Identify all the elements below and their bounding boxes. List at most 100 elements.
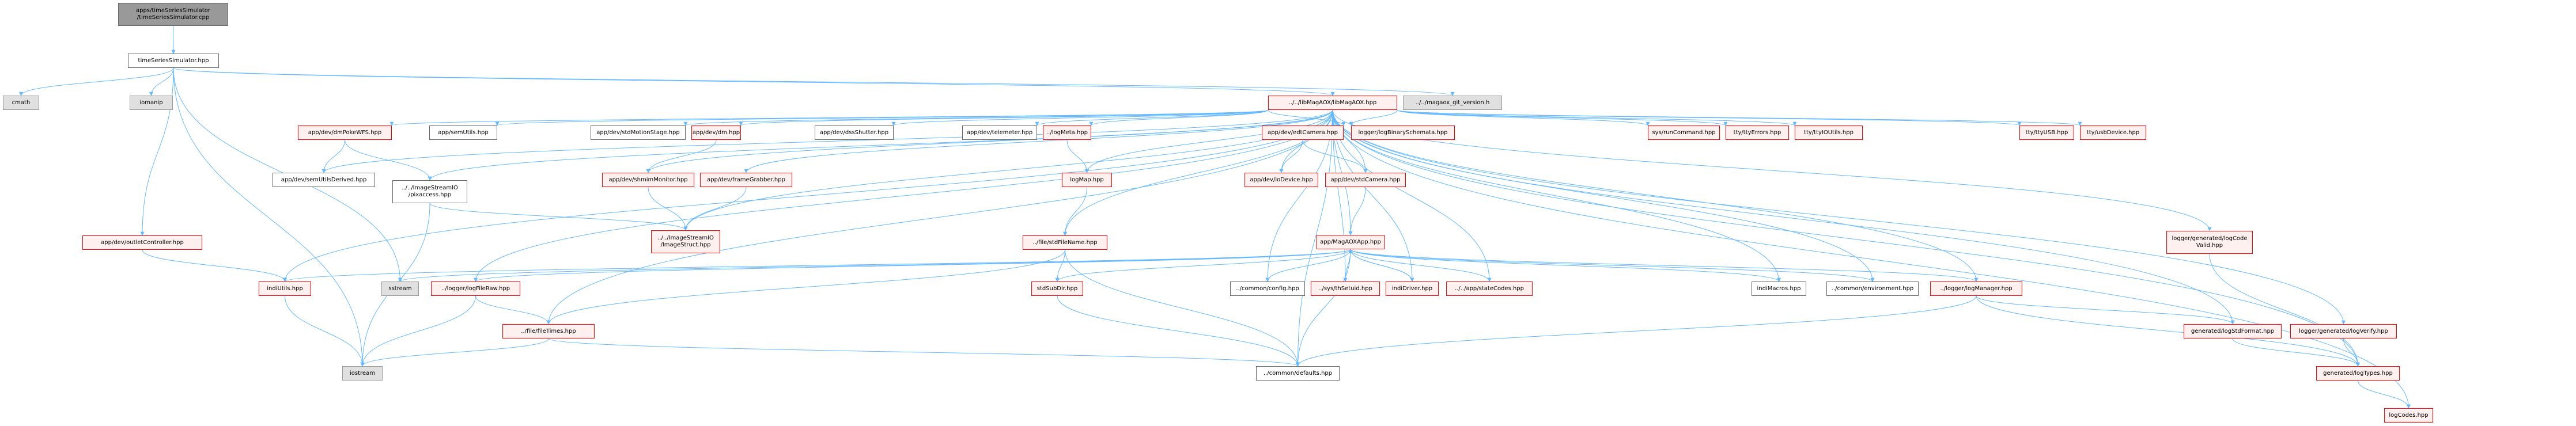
node-logmap[interactable]: logMap.hpp (1062, 173, 1112, 187)
edge-edtcam-to-iodevice (1279, 139, 1303, 173)
edge-stdfilename-to-defaults (1065, 249, 1300, 367)
edge-libmagaox-to-stdcam (1332, 109, 1368, 173)
edge-libmagaox-to-shmim (646, 109, 1333, 173)
node-logfileraw[interactable]: ../logger/logFileRaw.hpp (431, 282, 520, 296)
edge-hpp-to-outlet (140, 67, 174, 236)
edge-filetimes-to-iostream (360, 338, 549, 367)
node-filetimes[interactable]: ../file/fileTimes.hpp (502, 324, 595, 338)
node-indidriver[interactable]: indiDriver.hpp (1386, 282, 1439, 296)
node-logcodes[interactable]: logCodes.hpp (2384, 408, 2433, 423)
edge-magaoxapp-to-logfileraw (474, 249, 1351, 282)
edge-libmagaox-to-framegrab (744, 109, 1333, 173)
node-ttyerr[interactable]: tty/ttyErrors.hpp (1726, 125, 1789, 140)
edge-hpp-to-cmath (19, 67, 174, 96)
edge-libmagaox-to-ttyerr (1397, 109, 1728, 126)
node-iomanip[interactable]: iomanip (130, 96, 173, 110)
node-logmeta[interactable]: ../logMeta.hpp (1043, 125, 1091, 140)
edge-libmagaox-to-telemeter (1035, 109, 1269, 126)
edge-magaoxapp-to-stdsubdir (1055, 249, 1351, 282)
node-hpp[interactable]: timeSeriesSimulator.hpp (128, 54, 219, 68)
edge-libmagaox-to-indidriver (1332, 109, 1414, 282)
edge-libmagaox-to-logstdformat (1332, 109, 2235, 325)
edge-libmagaox-to-indiutils (283, 109, 1333, 282)
node-stdfilename[interactable]: ../file/stdFileName.hpp (1023, 235, 1107, 250)
edge-libmagaox-to-usbdev (1397, 109, 2082, 126)
node-telemeter[interactable]: app/dev/telemeter.hpp (962, 125, 1037, 140)
edge-group (19, 25, 2411, 409)
node-runcmd[interactable]: sys/runCommand.hpp (1648, 125, 1720, 140)
edge-logfileraw-to-iostream (360, 295, 476, 367)
node-usbdev[interactable]: tty/usbDevice.hpp (2080, 125, 2146, 140)
node-config[interactable]: ../common/config.hpp (1230, 282, 1305, 296)
edge-shmim-to-imagestruct (648, 187, 688, 231)
node-iostream[interactable]: iostream (342, 366, 383, 381)
node-ttyusb[interactable]: tty/ttyUSB.hpp (2019, 125, 2074, 140)
node-dss[interactable]: app/dev/dssShutter.hpp (815, 125, 894, 140)
node-thsetuid[interactable]: ../sys/thSetuid.hpp (1311, 282, 1380, 296)
edge-hpp-to-iomanip (149, 67, 174, 96)
edge-logmap-to-stdfilename (1063, 187, 1087, 236)
node-imagestruct[interactable]: ../../ImageStreamIO /ImageStruct.hpp (651, 230, 720, 253)
node-libmagaox[interactable]: ../../libMagAOX/libMagAOX.hpp (1268, 96, 1397, 110)
node-statecodes[interactable]: ../../app/stateCodes.hpp (1446, 282, 1533, 296)
node-stdmotion[interactable]: app/dev/stdMotionStage.hpp (591, 125, 686, 140)
edge-libmagaox-to-config (1265, 109, 1333, 282)
edge-libmagaox-to-indimacros (1332, 109, 1781, 282)
node-magaoxapp[interactable]: app/MagAOXApp.hpp (1317, 235, 1385, 249)
node-iodevice[interactable]: app/dev/ioDevice.hpp (1245, 173, 1318, 187)
node-defaults[interactable]: ../common/defaults.hpp (1256, 366, 1340, 381)
edge-libmagaox-to-dm (739, 109, 1269, 126)
node-shmim[interactable]: app/dev/shmimMonitor.hpp (602, 173, 694, 187)
edge-dmpoke-to-pixaccess (345, 139, 432, 181)
node-cpp[interactable]: apps/timeSeriesSimulator /timeSeriesSimu… (118, 3, 228, 26)
node-ttyio[interactable]: tty/ttyIOUtils.hpp (1795, 125, 1863, 140)
node-logmanager[interactable]: ../logger/logManager.hpp (1930, 282, 2022, 296)
edge-edtcam-to-stdcam (1302, 139, 1368, 173)
edge-indidriver-to-magaoxapp (1348, 249, 1413, 282)
node-semderived[interactable]: app/dev/semUtilsDerived.hpp (273, 173, 375, 187)
node-gitver[interactable]: ../../magaox_git_version.h (1403, 96, 1502, 110)
edge-hpp-to-iostream (173, 67, 365, 367)
node-logbin[interactable]: logger/logBinarySchemata.hpp (1351, 125, 1455, 140)
node-pixaccess[interactable]: ../../ImageStreamIO /pixaccess.hpp (392, 180, 467, 203)
node-outlet[interactable]: app/dev/outletController.hpp (82, 235, 202, 250)
edge-filetimes-to-defaults (548, 338, 1300, 367)
edge-magaoxapp-to-indimacros (1350, 249, 1781, 282)
edge-cpp-to-hpp (171, 25, 176, 54)
edge-stdsubdir-to-defaults (1057, 295, 1300, 367)
node-dm[interactable]: app/dev/dm.hpp (691, 125, 741, 140)
edge-logtypes-to-logcodes (2358, 380, 2411, 409)
node-indimacros[interactable]: indiMacros.hpp (1752, 282, 1806, 296)
node-logtypes[interactable]: generated/logTypes.hpp (2316, 366, 2400, 381)
node-edtcam[interactable]: app/dev/edtCamera.hpp (1262, 125, 1344, 140)
edge-dm-to-shmim (646, 139, 717, 173)
node-semutils[interactable]: app/semUtils.hpp (429, 125, 497, 140)
edge-libmagaox-to-environment (1332, 109, 1875, 282)
edge-magaoxapp-to-defaults (1296, 249, 1351, 367)
node-framegrab[interactable]: app/dev/frameGrabber.hpp (700, 173, 792, 187)
edge-logmeta-to-logmap (1066, 139, 1089, 173)
node-logverify[interactable]: logger/generated/logVerify.hpp (2290, 324, 2397, 338)
node-logcodevalid[interactable]: logger/generated/logCode Valid.hpp (2166, 231, 2253, 254)
edge-framegrab-to-imagestruct (683, 187, 747, 231)
node-logstdformat[interactable]: generated/logStdFormat.hpp (2184, 324, 2282, 338)
node-cmath[interactable]: cmath (3, 96, 39, 110)
edge-logstdformat-to-logtypes (2232, 338, 2360, 367)
edge-magaoxapp-to-environment (1350, 249, 1875, 282)
edge-libmagaox-to-filetimes (546, 109, 1333, 325)
edge-stdfilename-to-filetimes (546, 249, 1065, 325)
edge-magaoxapp-to-statecodes (1350, 249, 1492, 282)
node-stdcam[interactable]: app/dev/stdCamera.hpp (1325, 173, 1406, 187)
edge-libmagaox-to-edtcam (1268, 109, 1346, 126)
edge-libmagaox-to-semderived (321, 109, 1333, 173)
node-environment[interactable]: ../common/environment.hpp (1826, 282, 1919, 296)
edge-libmagaox-to-logmeta (1089, 109, 1269, 126)
node-stdsubdir[interactable]: stdSubDir.hpp (1031, 282, 1083, 296)
node-indiutils[interactable]: indiUtils.hpp (259, 282, 311, 296)
node-dmpoke[interactable]: app/dev/dmPokeWFS.hpp (298, 125, 392, 140)
edge-magaoxapp-to-indiutils (283, 249, 1351, 282)
edge-magaoxapp-to-logmanager (1350, 249, 1979, 282)
edge-libmagaox-to-logfileraw (474, 109, 1333, 282)
node-sstream[interactable]: sstream (381, 282, 419, 296)
